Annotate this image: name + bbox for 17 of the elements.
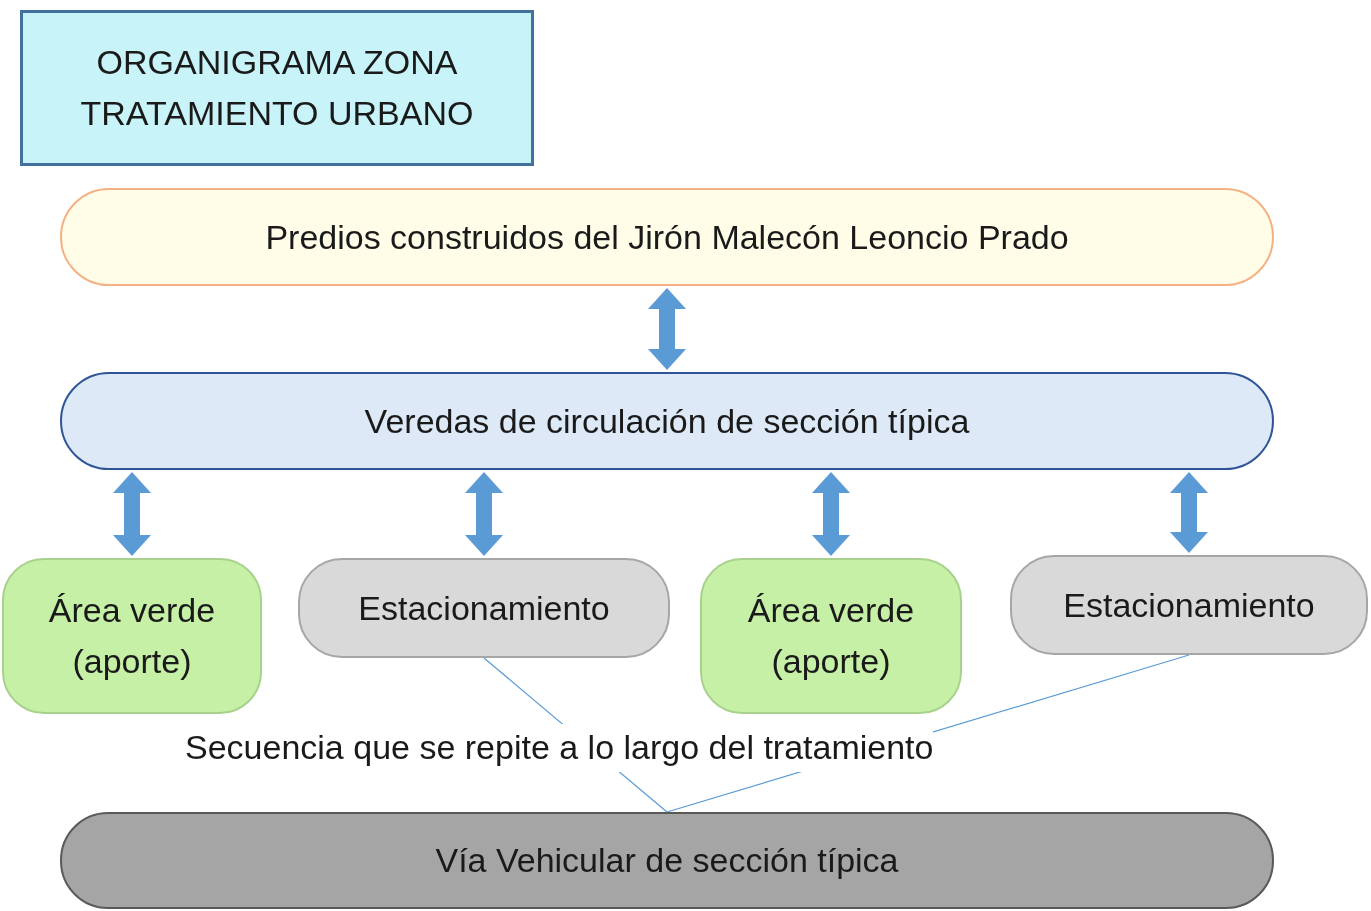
node-text: Vía Vehicular de sección típica bbox=[435, 840, 899, 881]
node-text: Estacionamiento bbox=[1063, 584, 1315, 626]
node-text: Estacionamiento bbox=[358, 587, 610, 629]
double-arrow bbox=[1170, 472, 1208, 553]
node-text: Área verde (aporte) bbox=[47, 590, 217, 682]
node-text: Veredas de circulación de sección típica bbox=[364, 400, 970, 442]
title-box bbox=[20, 10, 534, 166]
double-arrow bbox=[465, 472, 503, 556]
double-arrow bbox=[812, 472, 850, 556]
rounded-box bbox=[2, 558, 262, 714]
rounded-box bbox=[700, 558, 962, 714]
double-arrow bbox=[648, 288, 686, 370]
double-arrow bbox=[113, 472, 151, 556]
node-text: Predios construidos del Jirón Malecón Leoncio Prado bbox=[265, 216, 1069, 258]
node-text: ORGANIGRAMA ZONA TRATAMIENTO URBANO bbox=[79, 42, 475, 134]
note-text: Secuencia que se repite a lo largo del tratamiento bbox=[185, 724, 934, 772]
node-text: Área verde (aporte) bbox=[746, 590, 916, 682]
